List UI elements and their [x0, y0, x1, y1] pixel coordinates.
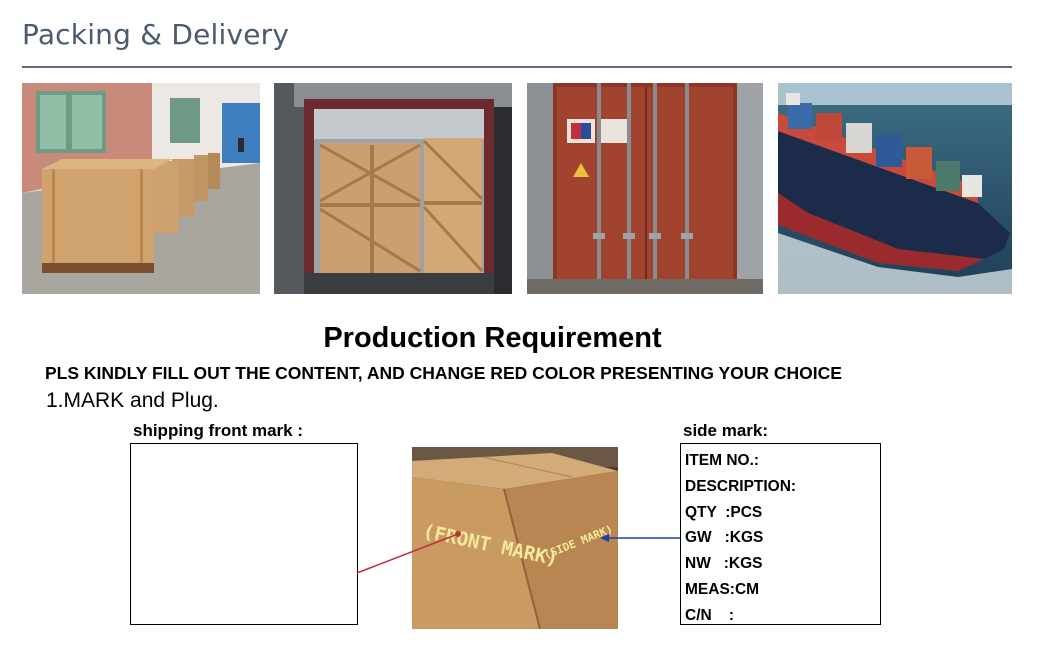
title-divider	[22, 66, 1012, 68]
warehouse-crates-photo	[22, 83, 260, 294]
shipping-container-photo	[527, 83, 763, 294]
side-mark-label: side mark:	[683, 421, 769, 440]
side-mark-box: ITEM NO.: DESCRIPTION: QTY :PCS GW :KGS …	[680, 443, 881, 625]
side-mark-cn: C/N :	[685, 606, 735, 624]
item-title: 1.MARK and Plug.	[46, 389, 219, 412]
side-mark-item-no: ITEM NO.:	[685, 452, 760, 469]
side-mark-nw: NW :KGS	[685, 555, 763, 573]
side-mark-qty: QTY :PCS	[685, 503, 763, 521]
side-mark-gw: GW :KGS	[685, 529, 764, 547]
section-title: Packing & Delivery	[22, 18, 290, 51]
cargo-ship-photo	[778, 83, 1012, 294]
production-heading: Production Requirement	[323, 322, 662, 354]
instruction-note: PLS KINDLY FILL OUT THE CONTENT, AND CHA…	[45, 363, 842, 383]
container-loading-photo	[274, 83, 512, 294]
carton-mark-photo: (FRONT MARK) (SIDE MARK)	[412, 447, 618, 629]
front-mark-box	[130, 443, 358, 625]
front-mark-label: shipping front mark :	[133, 421, 303, 440]
side-mark-meas: MEAS:CM	[685, 580, 760, 598]
side-mark-description: DESCRIPTION:	[685, 477, 797, 495]
